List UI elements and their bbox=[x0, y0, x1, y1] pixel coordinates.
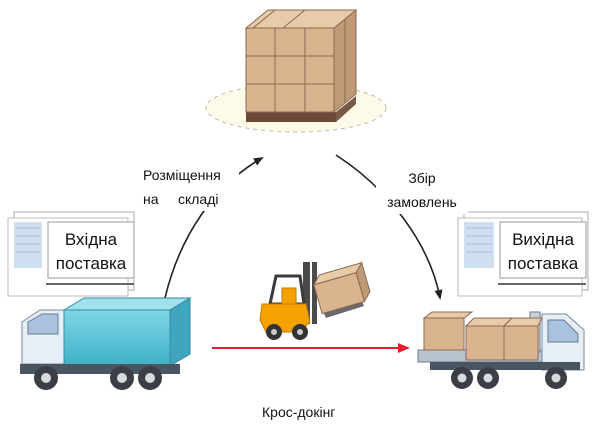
outgoing-truck-icon bbox=[417, 311, 585, 389]
forklift-icon bbox=[259, 261, 371, 340]
picking-label-line2: замовлень bbox=[387, 194, 457, 210]
store-label-line2: на складі bbox=[143, 191, 219, 207]
warehouse-pallet-icon bbox=[205, 8, 387, 133]
incoming-truck-icon bbox=[20, 297, 192, 390]
incoming-document-label: Вхідна поставка bbox=[48, 228, 134, 276]
arrow-from-warehouse bbox=[335, 154, 443, 300]
incoming-label-line1: Вхідна bbox=[64, 230, 118, 249]
incoming-document-icon bbox=[7, 211, 135, 297]
picking-label-line1: Збір bbox=[408, 170, 436, 186]
incoming-label-line2: поставка bbox=[55, 254, 127, 273]
outgoing-document-label: Вихідна поставка bbox=[498, 228, 588, 276]
outgoing-document-icon bbox=[457, 211, 589, 297]
arrow-to-warehouse bbox=[164, 157, 264, 299]
store-label-line1: Розміщення bbox=[143, 167, 221, 183]
store-label: Розміщення на складі bbox=[143, 163, 239, 211]
outgoing-label-line2: поставка bbox=[507, 254, 579, 273]
outgoing-label-line1: Вихідна bbox=[512, 230, 574, 249]
picking-label: Збір замовлень bbox=[376, 166, 468, 214]
cross-docking-label: Крос-докінг bbox=[262, 402, 372, 422]
